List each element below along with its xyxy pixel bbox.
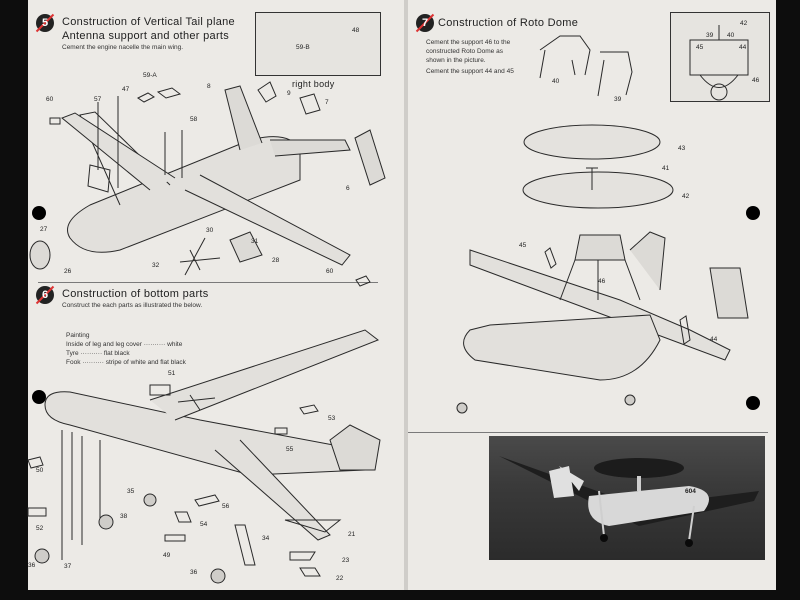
step-6-badge: 6 bbox=[35, 285, 55, 305]
part-number-label: 60 bbox=[46, 96, 54, 103]
inset-part-label: 39 bbox=[706, 32, 714, 39]
part-number-label: 34 bbox=[262, 535, 270, 542]
binder-hole bbox=[746, 396, 760, 410]
inset-part-label: 42 bbox=[740, 20, 748, 27]
part-number-label: 7 bbox=[325, 99, 329, 106]
part-number-label: 58 bbox=[190, 116, 198, 123]
step-5-instruction: Cement the engine nacelle the main wing. bbox=[62, 44, 184, 51]
step-6-title: Construction of bottom parts bbox=[62, 288, 209, 300]
step-7-badge: 7 bbox=[415, 13, 435, 33]
part-number-label: 50 bbox=[36, 467, 44, 474]
model-photo-art bbox=[499, 456, 759, 547]
inset-part-label: 45 bbox=[696, 44, 704, 51]
tail-marking: 604 bbox=[685, 488, 696, 495]
step-5-title-line2: Antenna support and other parts bbox=[62, 30, 230, 42]
part-number-label: 40 bbox=[552, 78, 560, 85]
section-divider bbox=[408, 432, 768, 433]
inset-part-label: 46 bbox=[752, 77, 760, 84]
step-5-badge: 5 bbox=[35, 13, 55, 33]
step-7-instruction-2: constructed Roto Dome as bbox=[426, 48, 503, 55]
part-number-label: 59-A bbox=[143, 72, 157, 79]
part-number-label: 49 bbox=[163, 552, 171, 559]
part-number-label: 45 bbox=[519, 242, 527, 249]
painting-color: white bbox=[167, 341, 183, 348]
binder-hole bbox=[32, 390, 46, 404]
painting-color: stripe of white and flat black bbox=[105, 359, 186, 366]
painting-part: Fook bbox=[66, 359, 81, 366]
inset-caption: right body bbox=[292, 79, 335, 89]
step-5-title-line1: Construction of Vertical Tail plane bbox=[62, 16, 235, 28]
part-number-label: 21 bbox=[348, 531, 356, 538]
finished-model-photo: 604 bbox=[489, 436, 765, 560]
left-page bbox=[28, 0, 404, 590]
part-number-label: 51 bbox=[168, 370, 176, 377]
step-7-instruction-3: shown in the picture. bbox=[426, 57, 486, 64]
binder-hole bbox=[746, 206, 760, 220]
inset-label: 48 bbox=[352, 27, 360, 34]
inset-label: 59-B bbox=[296, 44, 310, 51]
painting-row: Tyre ·········· flat black bbox=[66, 349, 276, 358]
step-7-drawing bbox=[456, 25, 749, 414]
part-number-label: 47 bbox=[122, 86, 130, 93]
part-number-label: 43 bbox=[678, 145, 686, 152]
painting-part: Tyre bbox=[66, 350, 79, 357]
part-number-label: 31 bbox=[251, 238, 259, 245]
part-number-label: 36 bbox=[28, 562, 36, 569]
part-number-label: 57 bbox=[94, 96, 102, 103]
part-number-label: 27 bbox=[40, 226, 48, 233]
step-number: 7 bbox=[421, 17, 429, 29]
step-number: 6 bbox=[41, 289, 49, 301]
step-5-aircraft-drawing bbox=[29, 81, 386, 287]
part-number-label: 55 bbox=[286, 446, 294, 453]
step-number: 5 bbox=[41, 17, 49, 29]
binder-hole bbox=[32, 206, 46, 220]
inset-part-label: 44 bbox=[739, 44, 747, 51]
inset-part-label: 40 bbox=[727, 32, 735, 39]
part-number-label: 52 bbox=[36, 525, 44, 532]
part-number-label: 35 bbox=[127, 488, 135, 495]
part-number-label: 22 bbox=[336, 575, 344, 582]
right-body-inset bbox=[255, 12, 381, 76]
part-number-label: 46 bbox=[598, 278, 606, 285]
painting-part: Inside of leg and leg cover bbox=[66, 341, 142, 348]
part-number-label: 53 bbox=[328, 415, 336, 422]
step-7-instruction-1: Cement the support 46 to the bbox=[426, 39, 511, 46]
part-number-label: 26 bbox=[64, 268, 72, 275]
step-7-title: Construction of Roto Dome bbox=[438, 17, 579, 29]
step-6-instruction: Construct the each parts as illustrated … bbox=[62, 302, 203, 309]
part-number-label: 8 bbox=[207, 83, 211, 90]
part-number-label: 39 bbox=[614, 96, 622, 103]
part-number-label: 23 bbox=[342, 557, 350, 564]
part-number-label: 37 bbox=[64, 563, 72, 570]
part-number-label: 9 bbox=[287, 90, 291, 97]
part-number-label: 42 bbox=[682, 193, 690, 200]
leader-dots: ·········· bbox=[78, 350, 104, 357]
part-number-label: 56 bbox=[222, 503, 230, 510]
painting-color: flat black bbox=[103, 350, 130, 357]
part-number-label: 38 bbox=[120, 513, 128, 520]
part-number-label: 60 bbox=[326, 268, 334, 275]
part-number-label: 54 bbox=[200, 521, 208, 528]
leader-dots: ·········· bbox=[141, 341, 168, 348]
painting-row: Fook ·········· stripe of white and flat… bbox=[66, 358, 276, 367]
part-number-label: 30 bbox=[206, 227, 214, 234]
step-7-instruction-4: Cement the support 44 and 45 bbox=[426, 68, 514, 75]
leader-dots: ·········· bbox=[80, 359, 106, 366]
page-fold bbox=[404, 0, 408, 590]
painting-title: Painting bbox=[66, 332, 90, 339]
step-6-aircraft-drawing bbox=[27, 329, 381, 584]
part-number-label: 32 bbox=[152, 262, 160, 269]
part-number-label: 36 bbox=[190, 569, 198, 576]
section-divider bbox=[38, 282, 378, 283]
part-number-label: 44 bbox=[710, 336, 718, 343]
painting-row: Inside of leg and leg cover ·········· w… bbox=[66, 340, 276, 349]
part-number-label: 41 bbox=[662, 165, 670, 172]
part-number-label: 6 bbox=[346, 185, 350, 192]
part-number-label: 28 bbox=[272, 257, 280, 264]
